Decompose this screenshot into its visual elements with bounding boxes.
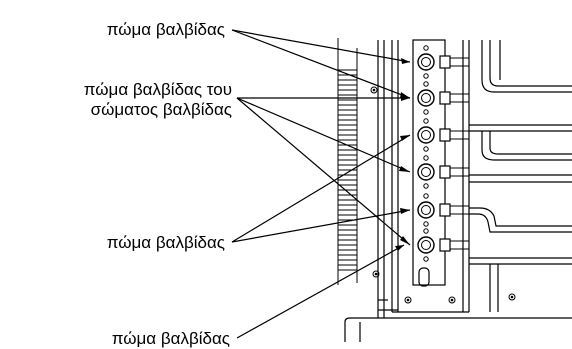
leader-arrowheads [395,58,410,251]
label-valve-cap-bottom: πώμα βαλβίδας [111,329,230,348]
label-valve-cap-top: πώμα βαλβίδας [106,20,225,39]
leader-lines [231,29,411,339]
heat-exchanger-fins [337,38,358,285]
unit-panel [344,40,572,342]
label-valve-body-cap-line1: πώμα βαλβίδας του [83,80,232,99]
outdoor-unit-valve-diagram [231,29,572,342]
label-valve-cap-middle: πώμα βαλβίδας [106,233,225,252]
refrigerant-pipes [469,40,572,312]
label-valve-body-cap-line2: σώματος βαλβίδας [90,100,232,119]
screws [370,86,516,304]
valve-column [412,39,470,287]
